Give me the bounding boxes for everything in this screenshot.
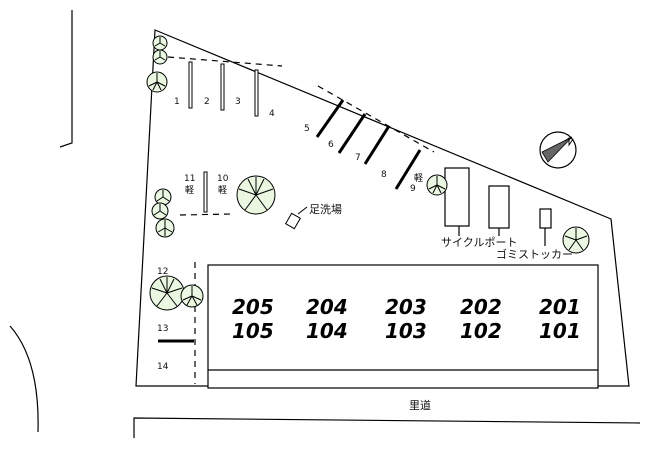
garbage-locker-label: ゴミストッカー [496,247,573,261]
tree-icon [146,71,168,93]
bicycle-port-label: サイクルポート [441,236,517,249]
parking-label-4: 4 [269,109,275,119]
parking-label-8: 8 [381,170,387,180]
parking-label-3: 3 [235,97,241,107]
unit-104: 104 [306,319,348,343]
road-label: 里道 [409,398,431,412]
parking-divider [203,171,208,213]
parking-divider [337,113,367,154]
parking-dash-diagonal [317,85,435,153]
parking-divider [220,63,225,111]
unit-105: 105 [232,319,274,343]
tree-icon [562,226,590,254]
parking-divider [188,61,193,109]
kei-mark-10: 軽 [218,185,227,196]
parking-label-13: 13 [157,324,168,334]
parking-label-6: 6 [328,140,334,150]
road-edge-line [133,417,641,438]
parking-dash-top [167,56,283,67]
tree-icon [149,275,185,311]
bicycle-port-2 [488,185,510,229]
kei-mark-9: 軽 [414,173,423,184]
bicycle-port-1 [444,167,470,227]
garbage-locker [539,208,552,246]
parking-dash-mid [179,213,233,216]
bicycle-port [444,167,510,236]
trees [146,35,590,311]
parking-label-7: 7 [355,153,361,163]
parking-divider [394,149,422,190]
parking-label-11: 11 [184,174,195,184]
unit-101: 101 [539,319,581,343]
unit-103: 103 [385,319,427,343]
parking-divider [254,69,259,117]
parking-divider [315,99,345,138]
kei-mark-11: 軽 [185,185,194,196]
unit-203: 203 [385,295,427,319]
tree-icon [180,284,204,308]
parking-label-10: 10 [217,174,229,184]
tree-icon [151,202,169,220]
north-compass-icon [539,131,577,169]
foot-wash-label: 足洗場 [309,203,342,216]
tree-icon [236,175,276,215]
unit-202: 202 [460,295,502,319]
unit-204: 204 [306,295,348,319]
foot-wash: 足洗場 [284,203,342,230]
tree-icon [152,49,168,65]
tree-icon [152,35,168,51]
unit-102: 102 [460,319,502,343]
tree-icon [426,174,448,196]
parking-label-5: 5 [304,124,310,134]
left-boundary-line [59,10,73,148]
parking-divider [363,125,391,165]
curb-arc [9,325,39,433]
parking-label-2: 2 [204,97,210,107]
site-boundary [135,29,630,387]
parking-label-12: 12 [157,267,168,277]
parking-label-1: 1 [174,97,180,107]
unit-201: 201 [539,295,581,319]
unit-numbers: 205 204 203 202 201 105 104 103 102 101 [232,295,581,343]
parking-dividers [158,61,422,343]
tree-icon [155,218,175,238]
parking-label-14: 14 [157,362,169,372]
tree-icon [154,188,172,206]
unit-205: 205 [232,295,274,319]
apartment-building [207,264,599,389]
parking-label-9: 9 [410,184,416,194]
parking-labels: 1 2 3 4 5 6 7 8 9 10 11 12 13 14 軽 軽 軽 [157,97,423,372]
